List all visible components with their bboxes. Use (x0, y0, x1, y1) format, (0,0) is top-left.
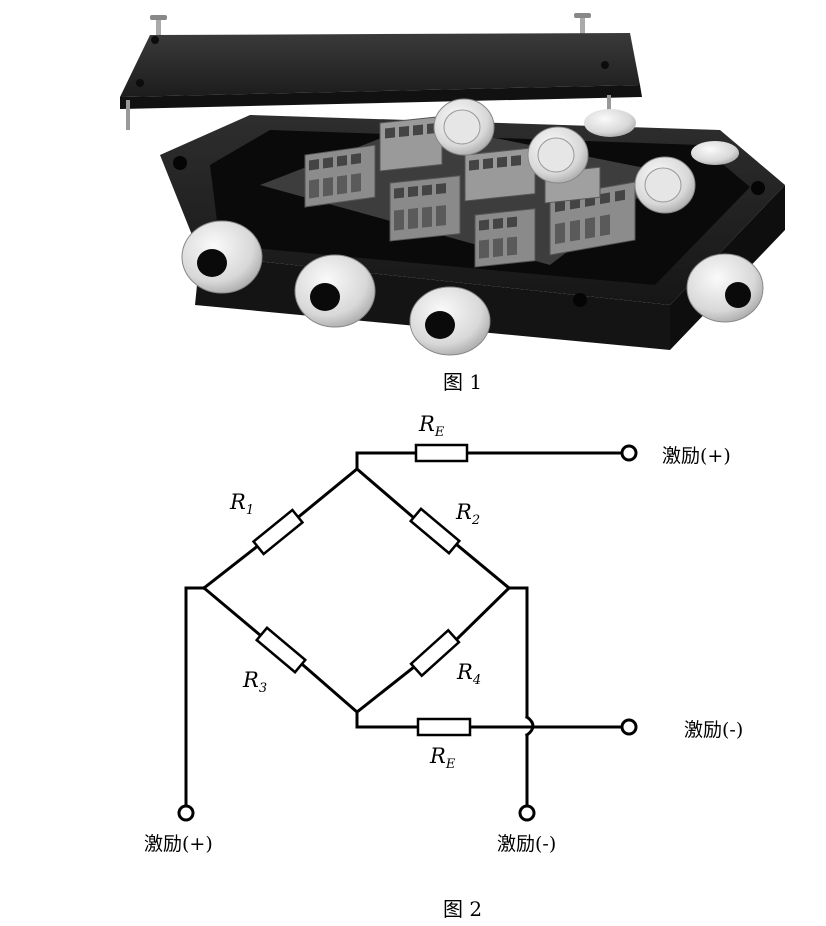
cable-gland (527, 126, 589, 184)
bridge-circuit-diagram: RE R1 R2 R3 R4 RE 激励(+) 激励(-) 激励(+) 激励(-… (144, 412, 743, 855)
cable-gland (294, 254, 376, 328)
junction-box-photo (120, 13, 785, 356)
cable-gland (433, 98, 495, 156)
wire-r2-lower (453, 541, 512, 591)
terminal-top-right (620, 444, 638, 462)
label-r1: R1 (229, 490, 254, 518)
label-r2: R2 (455, 500, 480, 528)
terminal-label-bottom-left: 激励(+) (144, 833, 213, 855)
wire-r2-upper (354, 466, 417, 521)
wire-top (355, 451, 418, 471)
wire-bottom (355, 710, 420, 729)
label-r4: R4 (456, 660, 481, 688)
wire-r4-upper (454, 585, 512, 642)
cable-glands (181, 98, 764, 356)
cable-gland (634, 156, 696, 214)
wire-r3-lower (300, 662, 360, 715)
terminal-bottom-left (177, 804, 195, 822)
terminal-mid-right (620, 718, 638, 736)
lid-screw-left (150, 15, 167, 41)
wire-r1-lower (201, 542, 262, 591)
cable-gland (691, 141, 739, 165)
label-r3: R3 (242, 668, 267, 696)
resistor-r2 (408, 507, 462, 555)
enclosure-lid (120, 33, 642, 130)
label-re-top: RE (418, 412, 445, 440)
terminal-bottom-right (518, 804, 536, 822)
wire-right (507, 586, 529, 719)
figure-1-caption: 图 1 (443, 370, 483, 394)
lid-screw-right (574, 13, 591, 41)
cable-gland (584, 109, 636, 137)
resistor-re-bottom (416, 717, 472, 737)
cable-gland (686, 253, 764, 323)
terminal-label-mid-right: 激励(-) (684, 719, 743, 741)
cable-gland (181, 220, 263, 294)
resistor-re-top (414, 443, 469, 463)
cable-gland (409, 286, 491, 356)
resistor-r4 (409, 628, 461, 678)
resistor-r1 (251, 508, 305, 556)
wire-r1-upper (293, 466, 360, 522)
terminal-label-top-right: 激励(+) (662, 445, 731, 467)
wire-r3-upper (201, 585, 263, 638)
wire-r4-lower (354, 664, 417, 715)
wire-left (184, 586, 206, 807)
terminal-label-bottom-right: 激励(-) (497, 833, 556, 855)
terminal-blocks (304, 115, 636, 268)
resistor-r3 (254, 626, 308, 674)
label-re-bottom: RE (429, 744, 456, 772)
figure-2-caption: 图 2 (443, 897, 483, 921)
